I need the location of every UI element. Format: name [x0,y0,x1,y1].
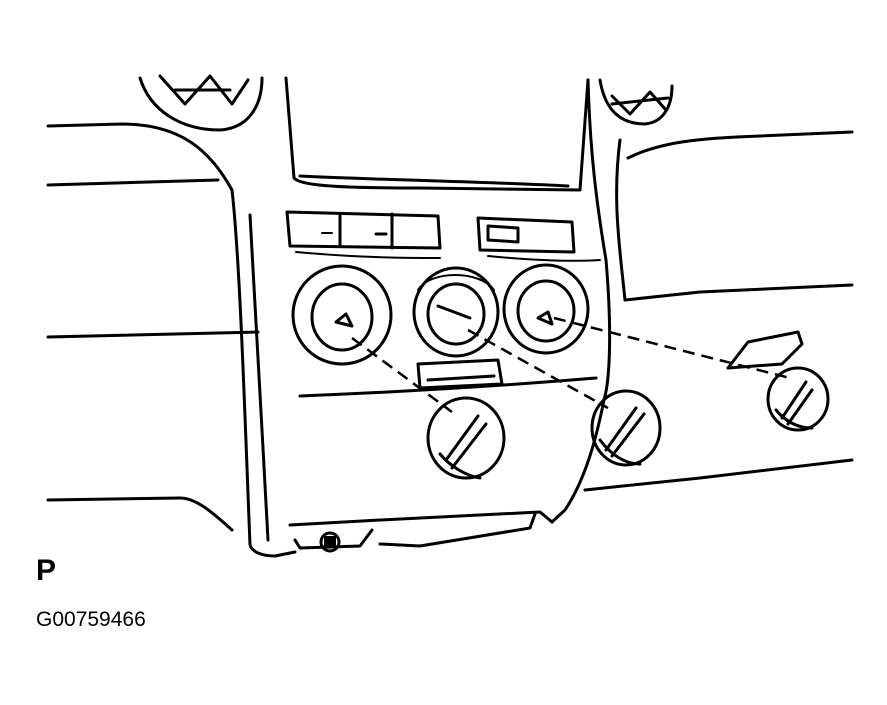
dial-openings [291,263,590,366]
lower-fastener [319,531,341,553]
knob-left [426,396,506,480]
view-label: P [36,554,57,587]
left-air-vent [138,74,264,132]
center-switch-slot [416,358,504,390]
dashboard-panel [46,76,854,558]
figure-id: G00759466 [36,608,146,631]
dash-tab [726,330,804,370]
button-row [285,210,601,262]
alignment-dashed-lines [351,316,791,414]
right-air-vent [598,78,674,126]
knob-right [766,366,830,432]
knob-center [590,389,662,467]
